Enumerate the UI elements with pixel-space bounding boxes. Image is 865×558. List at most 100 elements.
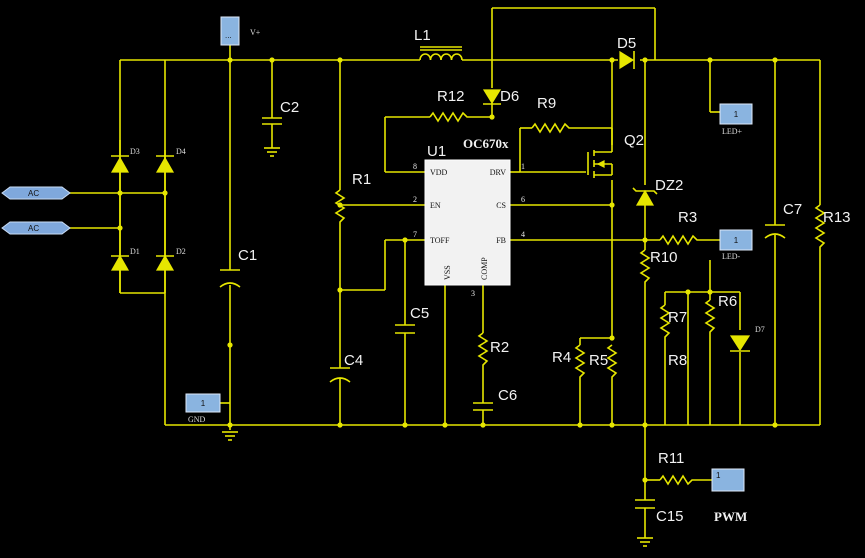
- u1-pin-1-num: 1: [521, 162, 525, 171]
- dz2-label: DZ2: [655, 177, 683, 194]
- led-plus-port-num: 1: [734, 110, 739, 119]
- d7-label: D7: [755, 325, 765, 334]
- resistor-r11[interactable]: R11: [658, 450, 695, 486]
- r13-label: R13: [823, 209, 851, 226]
- u1-pin-2-num: 2: [413, 195, 417, 204]
- d6-label: D6: [500, 88, 519, 105]
- ac-port-1[interactable]: AC: [1, 186, 71, 200]
- u1-pin-6-num: 6: [521, 195, 525, 204]
- resistor-r3[interactable]: R3: [659, 209, 700, 246]
- diode-d4[interactable]: D4: [155, 140, 186, 175]
- capacitor-c6[interactable]: C6: [473, 387, 517, 411]
- resistor-r2[interactable]: R2: [477, 332, 509, 373]
- ac-port-2-label: AC: [28, 224, 39, 233]
- d3-label: D3: [130, 147, 140, 156]
- resistor-r4[interactable]: R4: [552, 344, 586, 385]
- diode-d3[interactable]: D3: [110, 147, 140, 175]
- resistor-r6[interactable]: R6: [704, 293, 737, 338]
- d1-label: D1: [130, 247, 140, 256]
- vplus-port[interactable]: ... V+: [220, 16, 261, 46]
- u1-pin-toff: TOFF: [430, 236, 450, 245]
- capacitor-c5[interactable]: C5: [395, 305, 429, 334]
- led-minus-port-num: 1: [734, 236, 739, 245]
- zener-dz2[interactable]: DZ2: [632, 177, 683, 206]
- r10-label: R10: [650, 249, 678, 266]
- u1-label: U1: [427, 143, 446, 160]
- u1-pin-3-num: 3: [471, 289, 475, 298]
- gnd-label: GND: [188, 415, 206, 424]
- gnd-port[interactable]: 1 GND: [185, 393, 221, 424]
- resistor-r7[interactable]: R7: [659, 304, 687, 345]
- capacitor-c1[interactable]: C1: [219, 247, 257, 288]
- capacitor-c4[interactable]: C4: [329, 352, 363, 383]
- l1-label: L1: [414, 27, 431, 44]
- junctions: [117, 57, 778, 483]
- pwm-port[interactable]: 1 PWM: [711, 468, 747, 524]
- resistor-r8[interactable]: R8: [668, 352, 687, 369]
- d5-label: D5: [617, 35, 636, 52]
- u1-pin-comp: COMP: [480, 257, 489, 280]
- vplus-label: V+: [250, 28, 261, 37]
- r7-label: R7: [668, 309, 687, 326]
- q2-label: Q2: [624, 132, 644, 149]
- diode-d5[interactable]: D5: [617, 35, 636, 70]
- capacitor-c7[interactable]: C7: [764, 201, 802, 239]
- resistor-r10[interactable]: R10: [639, 249, 678, 285]
- resistor-r5[interactable]: R5: [589, 344, 618, 385]
- r6-label: R6: [718, 293, 737, 310]
- c1-label: C1: [238, 247, 257, 264]
- u1-pin-fb: FB: [496, 236, 506, 245]
- capacitor-c2[interactable]: C2: [262, 99, 299, 157]
- r4-label: R4: [552, 349, 571, 366]
- pwm-label: PWM: [714, 509, 747, 524]
- c2-label: C2: [280, 99, 299, 116]
- u1-pin-vdd: VDD: [430, 168, 448, 177]
- diode-d1[interactable]: D1: [110, 247, 140, 293]
- r1-label: R1: [352, 171, 371, 188]
- u1-pin-8-num: 8: [413, 162, 417, 171]
- c5-label: C5: [410, 305, 429, 322]
- c7-label: C7: [783, 201, 802, 218]
- r5-label: R5: [589, 352, 608, 369]
- resistor-r13[interactable]: R13: [814, 204, 851, 250]
- pwm-port-num: 1: [716, 471, 721, 480]
- u1-pin-cs: CS: [496, 201, 506, 210]
- vplus-port-num: ...: [225, 31, 232, 40]
- led-minus-port[interactable]: 1 LED-: [719, 229, 753, 261]
- c4-label: C4: [344, 352, 363, 369]
- u1-pin-4-num: 4: [521, 230, 525, 239]
- diode-d2[interactable]: D2: [155, 247, 186, 293]
- resistor-r9[interactable]: R9: [531, 95, 572, 134]
- ac-port-2[interactable]: AC: [1, 221, 71, 235]
- inductor-l1[interactable]: L1: [414, 27, 463, 61]
- u1-pin-en: EN: [430, 201, 441, 210]
- ic-u1[interactable]: U1 OC670x 8 2 7 1 6 4 3 VDD EN TOFF DRV …: [413, 136, 525, 298]
- led-plus-port[interactable]: 1 LED+: [719, 103, 753, 136]
- c15-label: C15: [656, 508, 684, 525]
- u1-pin-7-num: 7: [413, 230, 417, 239]
- ground-symbol-c15: [637, 537, 653, 547]
- resistor-r1[interactable]: R1: [334, 171, 371, 225]
- gnd-port-num: 1: [201, 399, 206, 408]
- r2-label: R2: [490, 339, 509, 356]
- r11-label: R11: [658, 450, 684, 467]
- d2-label: D2: [176, 247, 186, 256]
- u1-pin-drv: DRV: [490, 168, 506, 177]
- led-plus-label: LED+: [722, 127, 743, 136]
- capacitor-c15[interactable]: C15: [635, 499, 684, 525]
- r3-label: R3: [678, 209, 697, 226]
- mosfet-q2[interactable]: Q2: [587, 132, 644, 178]
- resistor-r12[interactable]: R12: [429, 88, 470, 123]
- ac-port-1-label: AC: [28, 189, 39, 198]
- wires: [30, 7, 821, 538]
- u1-pin-vss: VSS: [443, 265, 452, 280]
- r8-label: R8: [668, 352, 687, 369]
- ground-symbol-main: [222, 431, 238, 441]
- diode-d6[interactable]: D6: [482, 88, 519, 105]
- c6-label: C6: [498, 387, 517, 404]
- diode-d7[interactable]: D7: [729, 325, 765, 352]
- led-minus-label: LED-: [722, 252, 741, 261]
- r12-label: R12: [437, 88, 465, 105]
- u1-part-label: OC670x: [463, 136, 509, 151]
